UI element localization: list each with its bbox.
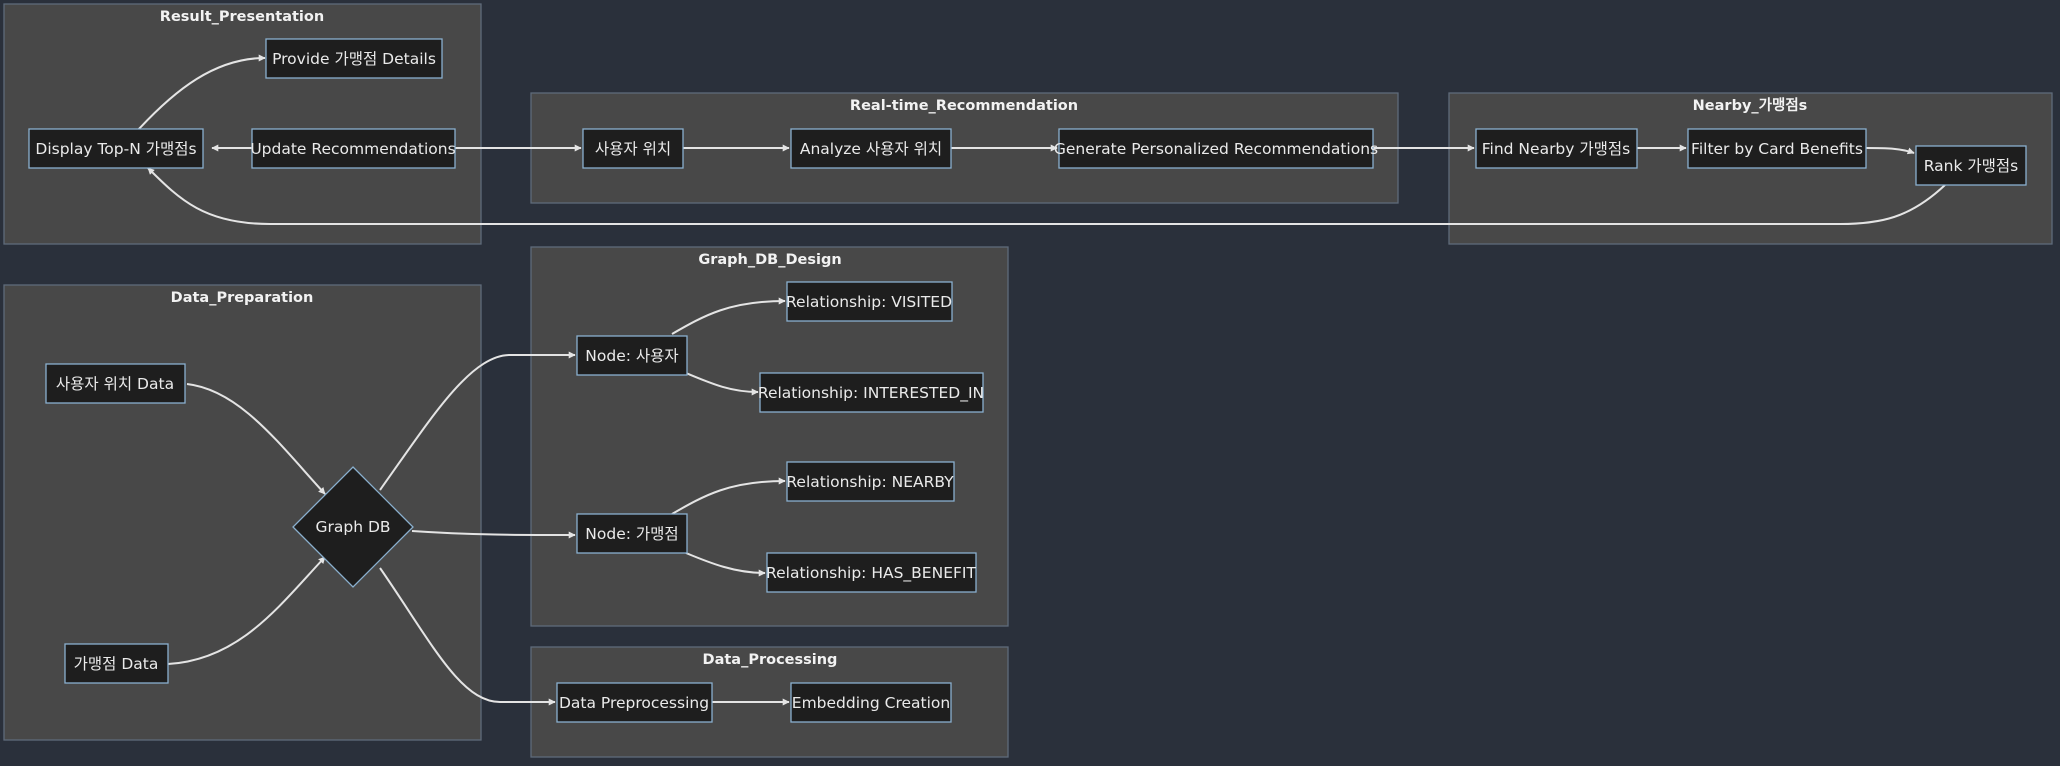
node-label-rel-visited: Relationship: VISITED — [786, 293, 952, 311]
node-node-store[interactable]: Node: 가맹점 — [576, 513, 688, 554]
edge-store-data-to-graph-db — [167, 556, 326, 665]
node-embedding-creation[interactable]: Embedding Creation — [790, 682, 952, 723]
node-update-recommendations[interactable]: Update Recommendations — [250, 128, 456, 169]
edge-graph-db-to-node-user — [379, 351, 576, 491]
node-rank-stores[interactable]: Rank 가맹점s — [1915, 145, 2027, 186]
node-filter-card-benefits[interactable]: Filter by Card Benefits — [1687, 128, 1867, 169]
node-graph-db[interactable]: Graph DB — [292, 466, 414, 588]
edge-filter-to-rank — [1865, 147, 1915, 155]
node-display-top-n[interactable]: Display Top-N 가맹점s — [28, 128, 204, 169]
edge-node-user-to-visited — [671, 297, 786, 335]
edges — [137, 54, 1946, 706]
node-rel-interested-in[interactable]: Relationship: INTERESTED_IN — [758, 372, 984, 413]
node-label-node-user: Node: 사용자 — [585, 347, 678, 365]
cluster-title-graph-db-design: Graph_DB_Design — [698, 252, 841, 268]
node-rel-has-benefit[interactable]: Relationship: HAS_BENEFIT — [766, 552, 977, 593]
node-label-embedding-creation: Embedding Creation — [792, 694, 950, 712]
node-rel-visited[interactable]: Relationship: VISITED — [786, 281, 953, 322]
edge-graph-db-to-preprocessing — [379, 567, 556, 706]
edge-user-data-to-graph-db — [186, 383, 326, 495]
edge-rank-to-display — [147, 167, 1946, 225]
edge-node-store-to-has-benefit — [685, 552, 766, 577]
node-label-rel-nearby: Relationship: NEARBY — [786, 473, 954, 491]
cluster-title-nearby-stores: Nearby_가맹점s — [1693, 96, 1808, 114]
node-node-user[interactable]: Node: 사용자 — [576, 335, 688, 376]
cluster-title-realtime-recommendation: Real-time_Recommendation — [850, 98, 1078, 114]
node-label-node-store: Node: 가맹점 — [585, 525, 678, 543]
node-label-user-location: 사용자 위치 — [595, 140, 671, 158]
node-label-rel-has-benefit: Relationship: HAS_BENEFIT — [766, 564, 976, 583]
edge-node-user-to-interested — [685, 372, 759, 396]
node-label-analyze-location: Analyze 사용자 위치 — [800, 140, 942, 158]
cluster-title-data-preparation: Data_Preparation — [171, 290, 314, 306]
node-store-data[interactable]: 가맹점 Data — [64, 643, 169, 684]
node-label-generate-recommendations: Generate Personalized Recommendations — [1054, 140, 1378, 158]
node-generate-recommendations[interactable]: Generate Personalized Recommendations — [1054, 128, 1378, 169]
node-data-preprocessing[interactable]: Data Preprocessing — [556, 682, 713, 723]
node-provide-details[interactable]: Provide 가맹점 Details — [265, 38, 443, 79]
edge-node-store-to-nearby — [671, 477, 786, 515]
node-rel-nearby[interactable]: Relationship: NEARBY — [786, 461, 955, 502]
edge-display-to-provide — [137, 54, 266, 131]
node-label-rel-interested-in: Relationship: INTERESTED_IN — [758, 384, 984, 403]
node-user-location[interactable]: 사용자 위치 — [582, 128, 684, 169]
node-find-nearby[interactable]: Find Nearby 가맹점s — [1475, 128, 1638, 169]
edge-graph-db-to-node-store — [411, 530, 576, 539]
cluster-title-result-presentation: Result_Presentation — [160, 9, 324, 25]
node-label-filter-card-benefits: Filter by Card Benefits — [1691, 140, 1863, 158]
cluster-title-data-processing: Data_Processing — [703, 652, 838, 668]
node-label-store-data: 가맹점 Data — [74, 655, 159, 673]
node-label-rank-stores: Rank 가맹점s — [1924, 157, 2019, 175]
node-label-display-top-n: Display Top-N 가맹점s — [35, 140, 196, 158]
node-label-user-location-data: 사용자 위치 Data — [56, 375, 174, 393]
node-label-provide-details: Provide 가맹점 Details — [272, 50, 436, 68]
node-label-data-preprocessing: Data Preprocessing — [559, 694, 709, 712]
node-label-update-recommendations: Update Recommendations — [250, 140, 455, 158]
node-user-location-data[interactable]: 사용자 위치 Data — [45, 363, 186, 404]
node-analyze-location[interactable]: Analyze 사용자 위치 — [790, 128, 952, 169]
node-label-find-nearby: Find Nearby 가맹점s — [1482, 140, 1630, 158]
node-label-graph-db: Graph DB — [315, 518, 390, 536]
